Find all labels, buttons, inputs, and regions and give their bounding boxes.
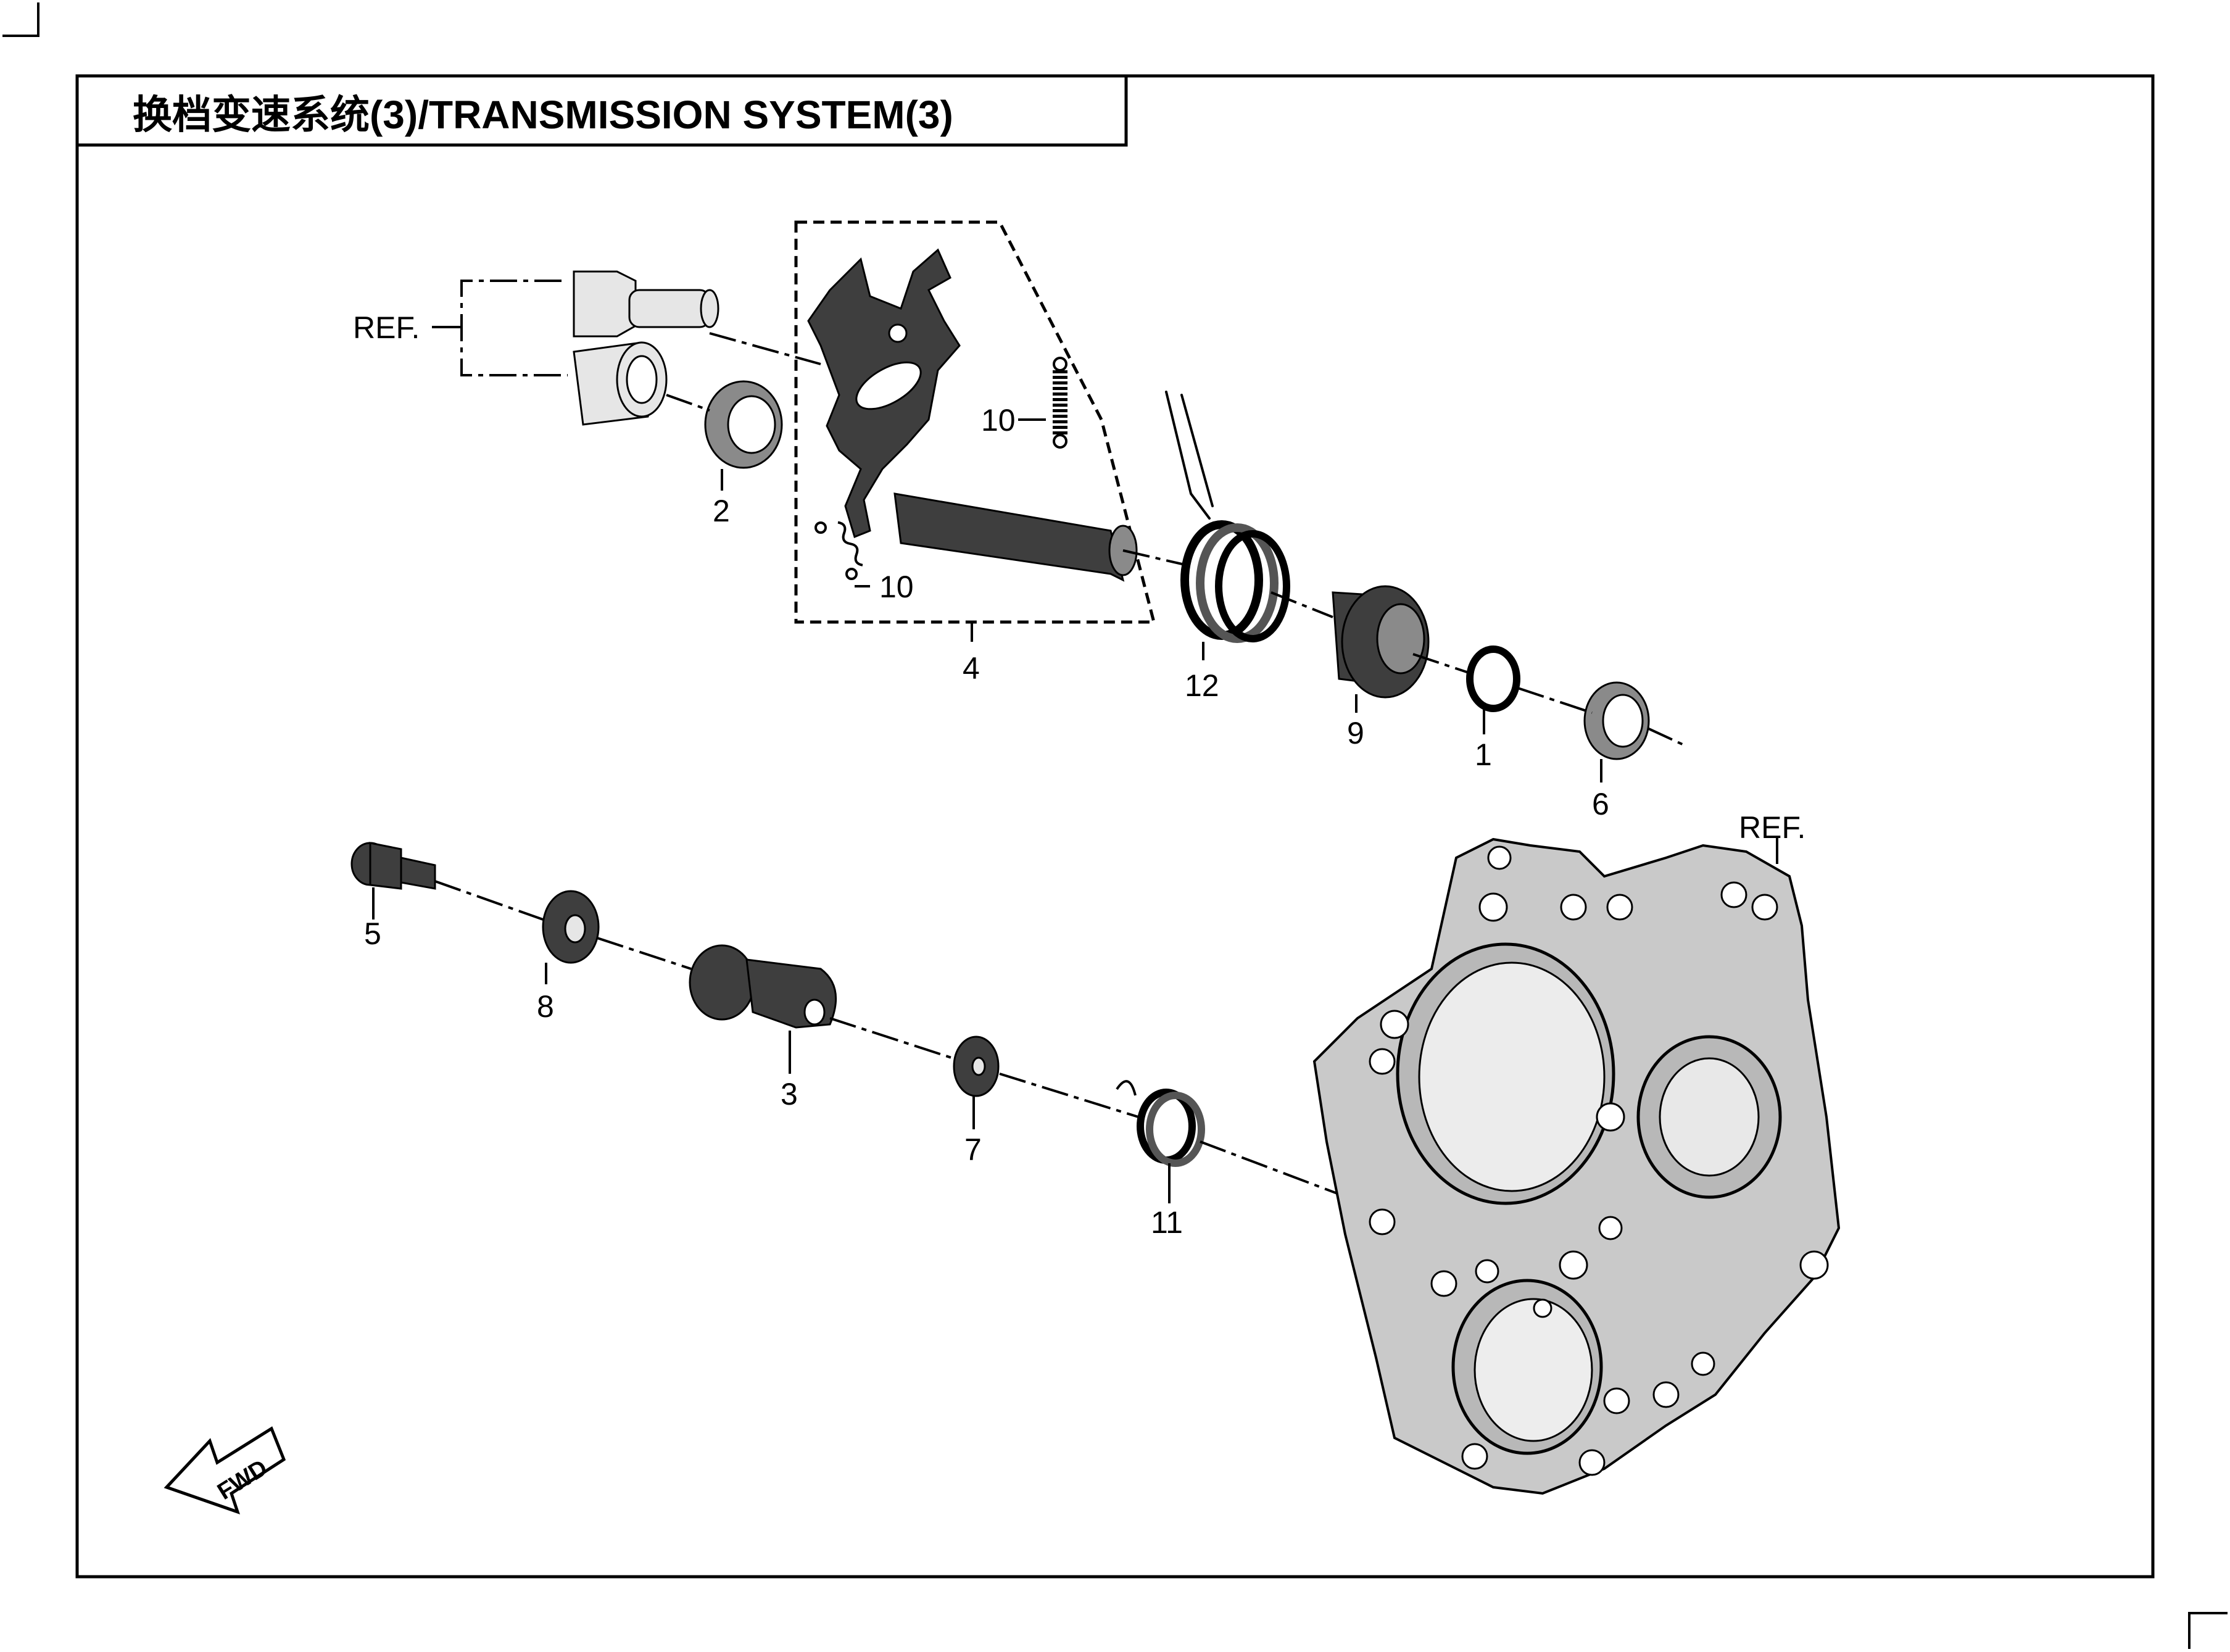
- needle-bearing: [573, 341, 668, 426]
- part-4-shift-shaft: [807, 248, 1138, 582]
- part-6-washer: [1583, 681, 1650, 760]
- forward-direction-arrow: FWD: [164, 1426, 286, 1515]
- part-7-washer: [953, 1036, 1000, 1097]
- callout-10-lower: 10: [879, 570, 914, 604]
- part-8-washer: [542, 890, 600, 964]
- callout-5: 5: [364, 916, 381, 951]
- callout-1: 1: [1475, 737, 1492, 772]
- part-11-spring: [1116, 1080, 1205, 1167]
- callout-8: 8: [537, 989, 554, 1024]
- callout-2: 2: [713, 494, 730, 528]
- transmission-cover: [1312, 837, 1841, 1495]
- callout-12: 12: [1185, 668, 1219, 703]
- part-5-bolt: [350, 842, 436, 890]
- callout-10-upper: 10: [981, 403, 1016, 438]
- ref-label-cover: REF.: [1739, 810, 1805, 845]
- callout-labels: 2 4 10 10 12 9 1 6 REF. 5 8 3 7 11: [364, 403, 1805, 1240]
- callout-9: 9: [1347, 716, 1364, 750]
- pivot-bolt: [573, 270, 719, 338]
- diagram-frame: [75, 74, 2155, 1579]
- callout-7: 7: [964, 1132, 982, 1167]
- page-title: 换档变速系统(3)/TRANSMISSION SYSTEM(3): [133, 93, 953, 137]
- callout-3: 3: [781, 1077, 798, 1111]
- callout-11: 11: [1151, 1205, 1183, 1240]
- part-9-bushing: [1332, 585, 1430, 699]
- callout-leaders: [372, 418, 1778, 1203]
- ref-label-upper: REF.: [353, 310, 420, 345]
- ref-bracket-upper: [432, 280, 568, 376]
- lower-axis-lines: [434, 880, 1340, 1195]
- spring-10-upper: [1053, 357, 1067, 449]
- callout-6: 6: [1592, 787, 1609, 821]
- part-1-circlip: [1466, 645, 1520, 712]
- part-12-torsion-spring: [1165, 391, 1290, 643]
- callout-4: 4: [963, 651, 980, 686]
- part-3-stopper-arm: [689, 944, 837, 1029]
- part-2-oil-seal: [704, 380, 783, 469]
- spring-10-lower: [814, 521, 863, 580]
- part-4-group-box: [794, 220, 1156, 624]
- title-box: 换档变速系统(3)/TRANSMISSION SYSTEM(3): [75, 74, 1128, 147]
- upper-axis-lines: [666, 332, 1688, 748]
